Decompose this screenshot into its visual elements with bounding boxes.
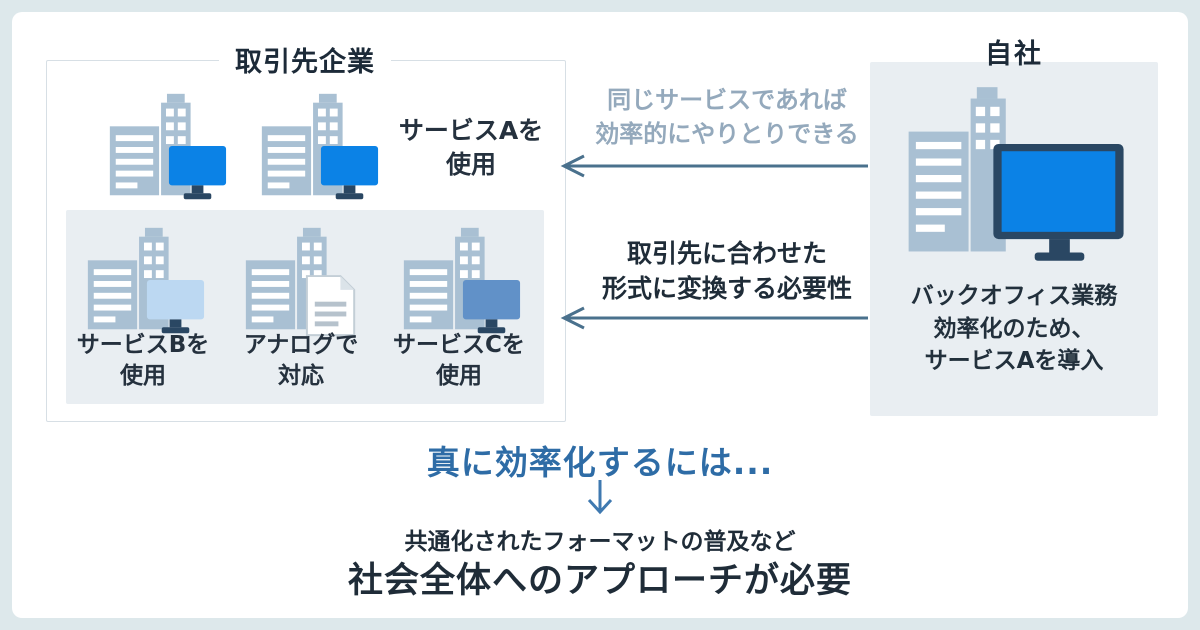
arrow-bottom-note: 取引先に合わせた 形式に変換する必要性	[601, 239, 852, 303]
monitor-icon	[462, 280, 521, 334]
partner-building-analog	[245, 227, 356, 337]
arrow-left-top-icon	[560, 154, 868, 178]
partner-building-service-b	[87, 227, 205, 334]
company-title: 自社	[985, 39, 1043, 70]
arrow-left-bottom-icon	[560, 306, 868, 330]
partner-building-service-a-2	[261, 93, 379, 200]
company-building	[908, 87, 1124, 261]
service-c-label: サービスCを 使用	[393, 332, 525, 390]
partner-building-service-c	[403, 227, 521, 334]
monitor-icon	[320, 146, 379, 200]
company-caption: バックオフィス業務 効率化のため、 サービスAを導入	[910, 283, 1118, 375]
conclusion-main: 社会全体へのアプローチが必要	[347, 561, 852, 601]
partner-building-service-a-1	[109, 93, 227, 200]
monitor-icon	[168, 146, 227, 200]
document-icon	[305, 275, 356, 337]
partners-title: 取引先企業	[46, 40, 564, 79]
monitor-icon	[146, 280, 205, 334]
arrow-top-note: 同じサービスであれば 効率的にやりとりできる	[595, 86, 859, 148]
arrow-down-icon	[587, 480, 613, 515]
analog-label: アナログで 対応	[243, 332, 359, 390]
service-a-label: サービスAを 使用	[398, 116, 544, 179]
conclusion-lead: 真に効率化するには...	[426, 443, 774, 482]
service-b-label: サービスBを 使用	[76, 332, 210, 390]
monitor-icon	[993, 144, 1124, 261]
conclusion-sub: 共通化されたフォーマットの普及など	[404, 529, 796, 555]
